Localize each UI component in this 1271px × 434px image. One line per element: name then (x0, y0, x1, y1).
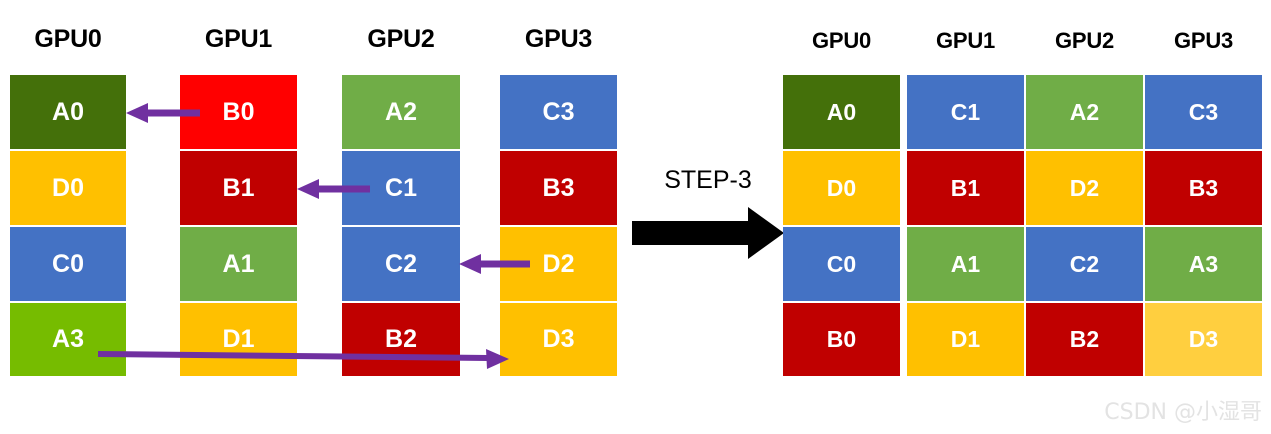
right-cell-gpu1-r0: C1 (907, 75, 1024, 149)
right-cell-gpu3-r3: D3 (1145, 303, 1262, 376)
right-cell-gpu1-r3: D1 (907, 303, 1024, 376)
right-cell-gpu1-r2: A1 (907, 227, 1024, 301)
left-cell-gpu2-r1: C1 (342, 151, 460, 225)
left-gpu-header-1: GPU1 (204, 25, 273, 53)
right-gpu-header-3: GPU3 (1173, 28, 1234, 53)
right-gpu-header-1: GPU1 (935, 28, 996, 53)
right-cell-gpu0-r2: C0 (783, 227, 900, 301)
left-cell-gpu0-r3: A3 (10, 303, 126, 376)
left-cell-gpu1-r0: B0 (180, 75, 297, 149)
left-gpu-header-3: GPU3 (524, 25, 593, 53)
left-cell-gpu0-r0: A0 (10, 75, 126, 149)
right-cell-gpu2-r2: C2 (1026, 227, 1143, 301)
left-cell-gpu3-r0: C3 (500, 75, 617, 149)
right-cell-gpu3-r1: B3 (1145, 151, 1262, 225)
left-cell-gpu2-r0: A2 (342, 75, 460, 149)
right-cell-gpu3-r0: C3 (1145, 75, 1262, 149)
left-cell-gpu1-r1: B1 (180, 151, 297, 225)
right-cell-gpu0-r1: D0 (783, 151, 900, 225)
left-cell-gpu1-r2: A1 (180, 227, 297, 301)
left-gpu-header-2: GPU2 (367, 25, 435, 53)
right-cell-gpu2-r0: A2 (1026, 75, 1143, 149)
left-cell-gpu1-r3: D1 (180, 303, 297, 376)
left-cell-gpu0-r1: D0 (10, 151, 126, 225)
left-cell-gpu3-r2: D2 (500, 227, 617, 301)
step-label: STEP-3 (664, 166, 752, 194)
left-cell-gpu2-r2: C2 (342, 227, 460, 301)
left-cell-gpu2-r3: B2 (342, 303, 460, 376)
right-gpu-header-2: GPU2 (1054, 28, 1115, 53)
right-cell-gpu2-r3: B2 (1026, 303, 1143, 376)
right-cell-gpu0-r0: A0 (783, 75, 900, 149)
step-arrow-icon (632, 207, 784, 259)
right-gpu-header-0: GPU0 (811, 28, 872, 53)
csdn-watermark: CSDN @小湿哥 (1104, 400, 1262, 425)
right-cell-gpu3-r2: A3 (1145, 227, 1262, 301)
left-cell-gpu3-r3: D3 (500, 303, 617, 376)
right-cell-gpu0-r3: B0 (783, 303, 900, 376)
left-gpu-header-0: GPU0 (34, 25, 102, 53)
left-cell-gpu0-r2: C0 (10, 227, 126, 301)
right-cell-gpu1-r1: B1 (907, 151, 1024, 225)
right-cell-gpu2-r1: D2 (1026, 151, 1143, 225)
left-cell-gpu3-r1: B3 (500, 151, 617, 225)
